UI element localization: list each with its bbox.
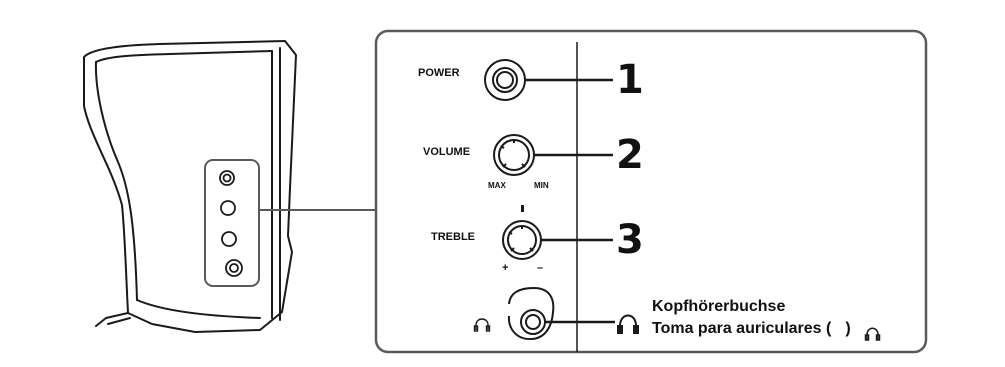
treble-knob [502, 220, 542, 260]
treble-knob-small [221, 231, 237, 247]
headphone-label-es: Toma para auriculares () [652, 319, 851, 339]
headphone-label-es-close: ) [845, 320, 851, 337]
callout-number-2: 2 [616, 132, 644, 178]
treble-plus-label: + [502, 262, 509, 274]
treble-minus-label: – [537, 262, 544, 274]
headphone-label-es-text: Toma para auriculares ( [652, 320, 832, 337]
volume-min-label: MIN [534, 181, 549, 190]
power-label: POWER [418, 67, 460, 79]
panel-jacks [219, 170, 243, 277]
callout-number-3: 3 [616, 217, 644, 263]
treble-label: TREBLE [431, 231, 475, 243]
speaker-body [83, 40, 297, 333]
headphone-jack [507, 286, 555, 341]
volume-knob [493, 134, 535, 176]
headphones-icon [473, 318, 491, 332]
jack-panel-outline [204, 159, 260, 287]
headphones-icon [864, 327, 881, 341]
volume-max-label: MAX [488, 181, 506, 190]
headphones-icon [617, 314, 639, 334]
power-jack-small [219, 170, 235, 186]
treble-center-mark [521, 205, 524, 212]
power-button [484, 59, 526, 101]
callout-box [374, 29, 928, 354]
callout-number-1: 1 [616, 57, 644, 103]
headphone-jack-small [225, 259, 243, 277]
headphone-label-de: Kopfhörerbuchse [652, 298, 786, 315]
volume-label: VOLUME [423, 146, 471, 158]
volume-knob-small [220, 200, 236, 216]
